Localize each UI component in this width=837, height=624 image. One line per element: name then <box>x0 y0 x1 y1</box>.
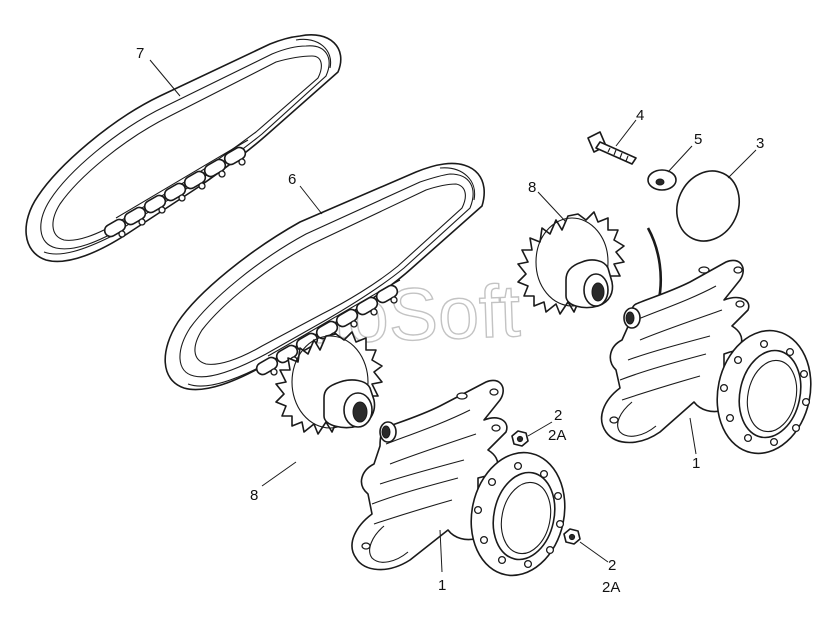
sprocket-right-8 <box>517 211 625 315</box>
callout-nut-top-2a: 2A <box>548 427 566 444</box>
callout-sprocket-left-8: 8 <box>250 487 258 504</box>
callout-nut-top-2: 2 <box>554 407 562 424</box>
sprocket-left-8 <box>275 331 383 435</box>
bolt-4 <box>587 131 637 165</box>
hub-left-1 <box>351 379 566 577</box>
callout-nut-bottom-2: 2 <box>608 557 616 574</box>
callout-chain-6: 6 <box>288 171 296 188</box>
nut-bottom-2 <box>563 528 581 545</box>
callout-nut-bottom-2a: 2A <box>602 579 620 596</box>
hub-right-1 <box>600 259 812 455</box>
callout-hub-left-1: 1 <box>438 577 446 594</box>
retaining-ring <box>646 227 663 305</box>
callout-sprocket-right-8: 8 <box>528 179 536 196</box>
nut-top-2 <box>511 430 529 447</box>
washer-5 <box>647 169 677 191</box>
callout-cover-3: 3 <box>756 135 764 152</box>
cover-3 <box>676 170 740 242</box>
callout-washer-5: 5 <box>694 131 702 148</box>
chain-7-links <box>103 139 249 238</box>
chain-7 <box>25 34 342 263</box>
leader-lines <box>149 59 757 573</box>
callout-chain-7: 7 <box>136 45 144 62</box>
callout-hub-right-1: 1 <box>692 455 700 472</box>
callout-bolt-4: 4 <box>636 107 644 124</box>
